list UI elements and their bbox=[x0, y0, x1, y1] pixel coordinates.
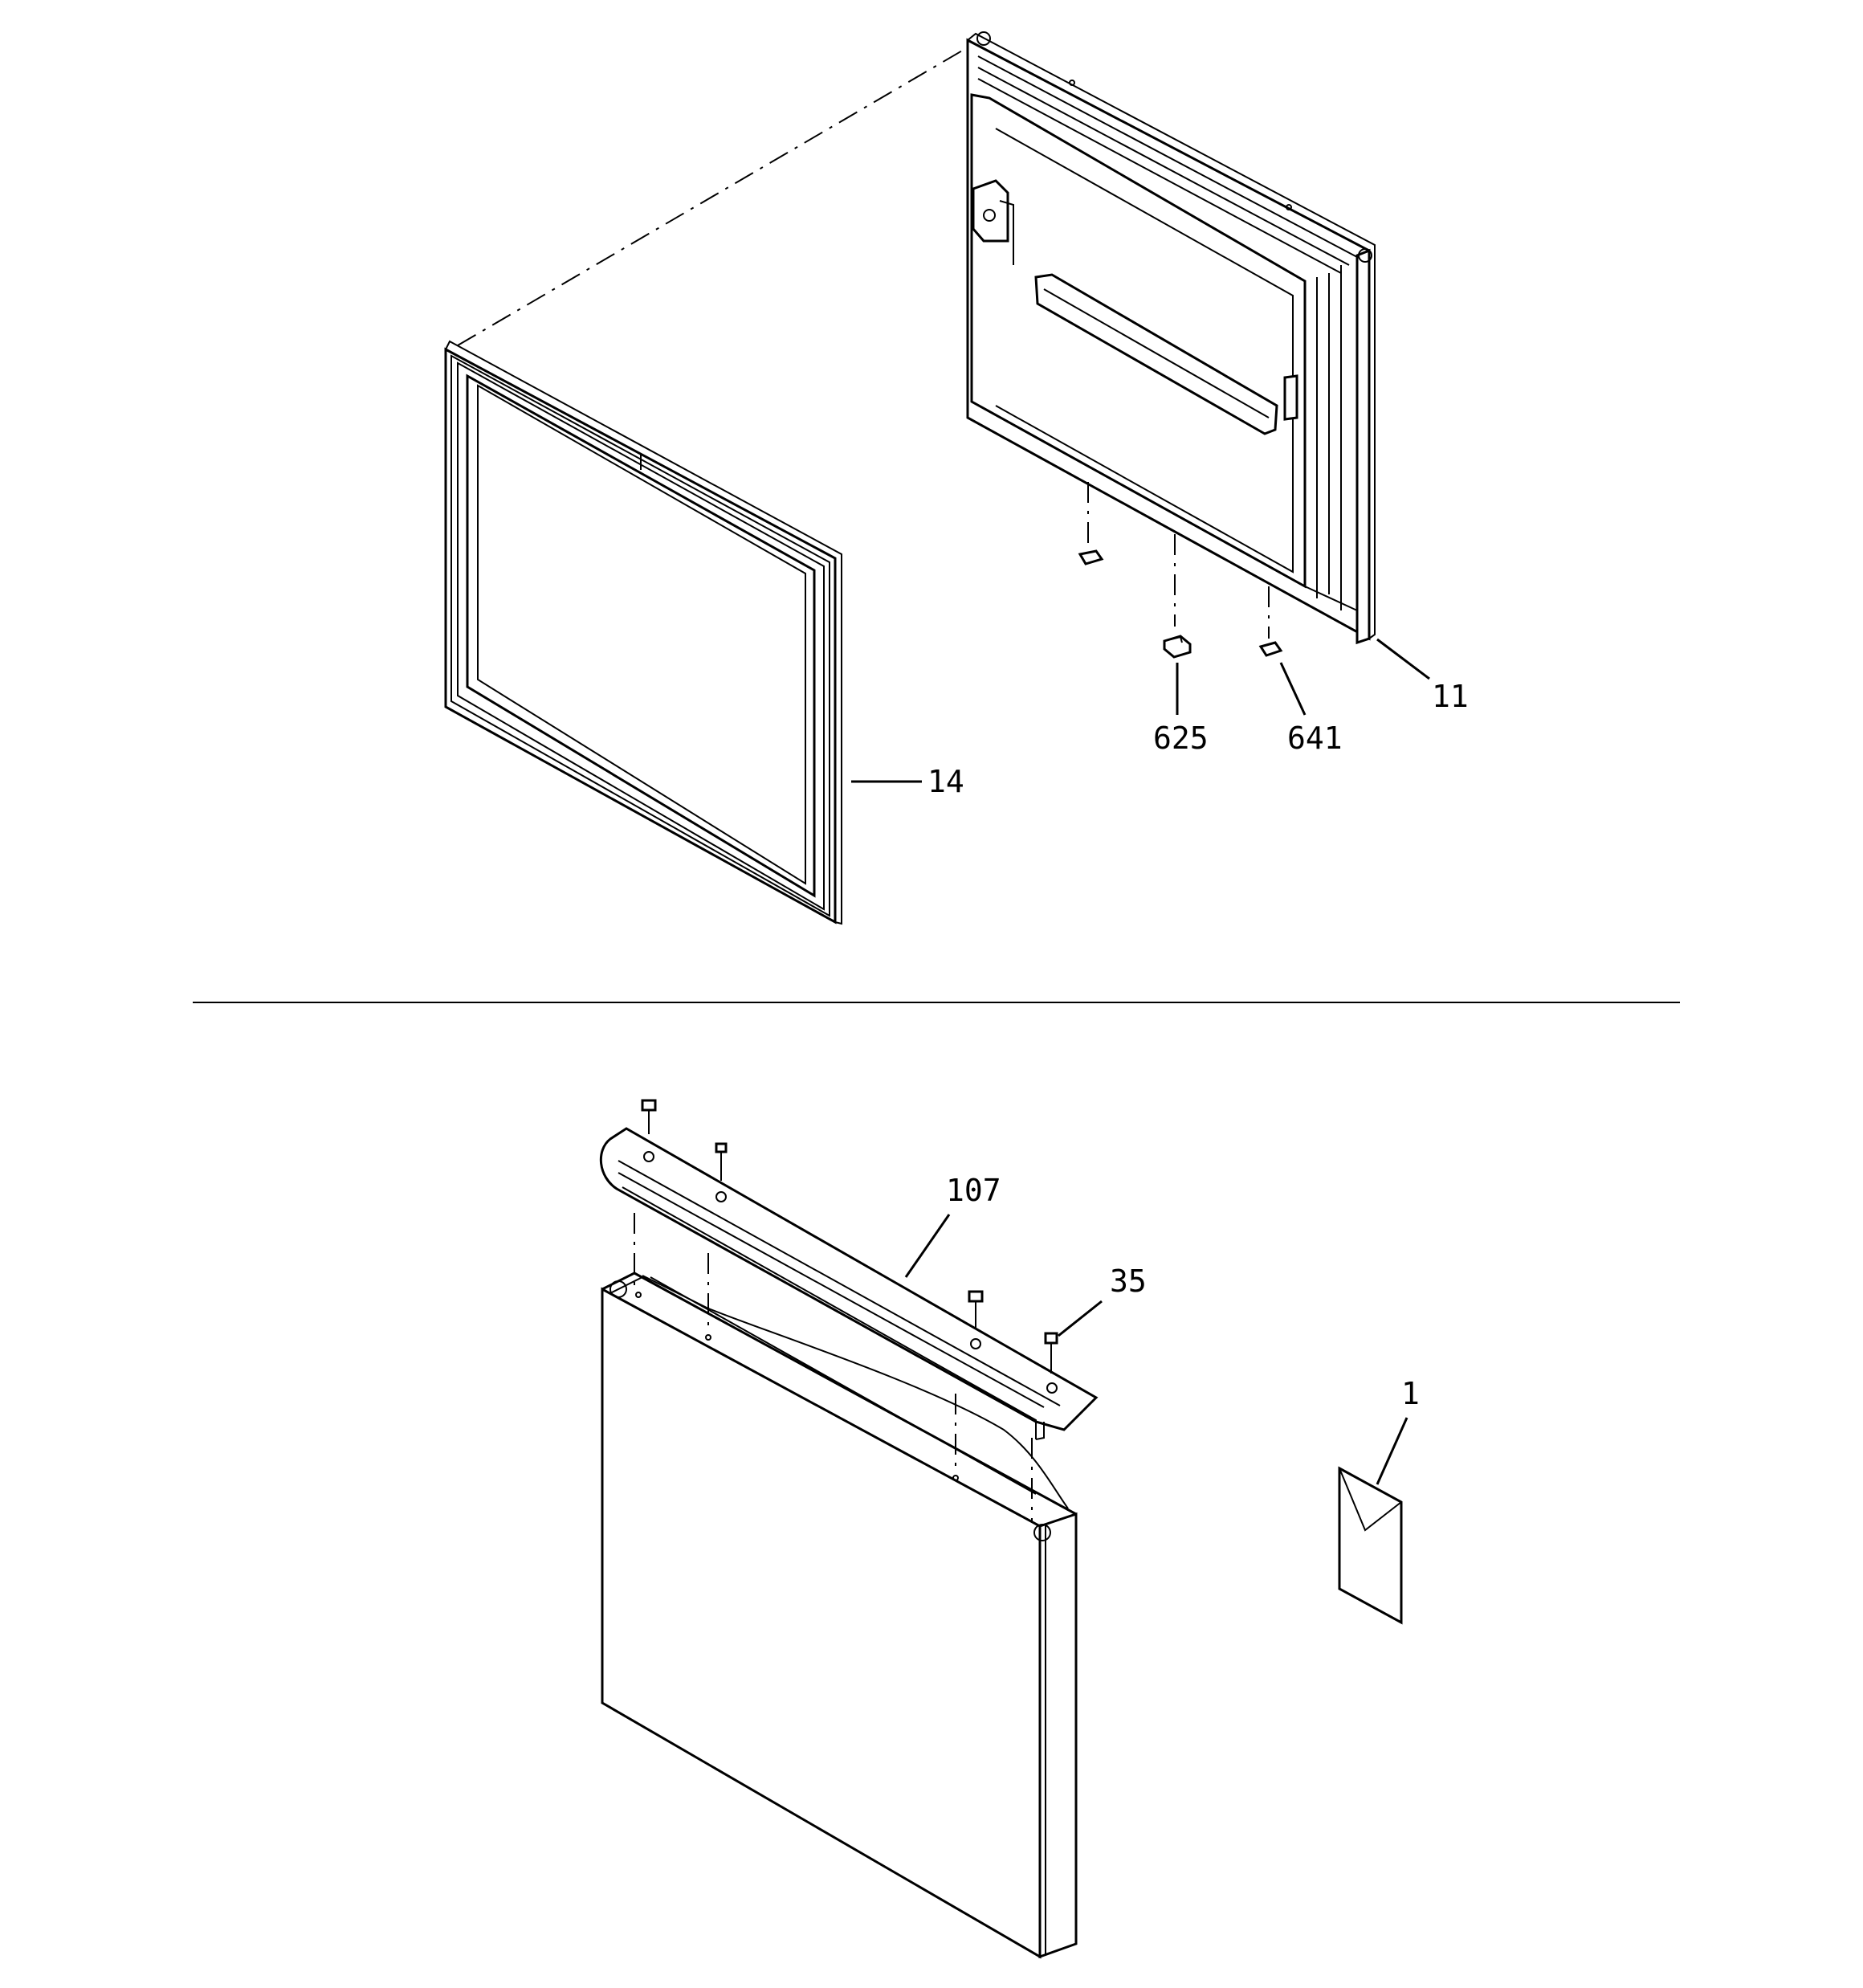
leader-line-35 bbox=[1058, 1300, 1103, 1337]
door-gasket bbox=[444, 340, 842, 925]
leader-line-107 bbox=[904, 1214, 951, 1278]
leader-line-11 bbox=[1376, 638, 1430, 680]
leader-line-1 bbox=[1376, 1417, 1408, 1485]
alignment-line-gasket-door bbox=[457, 49, 964, 346]
callout-641: 641 bbox=[1287, 720, 1343, 756]
door-liner bbox=[966, 31, 1376, 645]
callout-14: 14 bbox=[927, 764, 964, 799]
leader-line-641 bbox=[1279, 662, 1307, 716]
screw-35 bbox=[1044, 1332, 1058, 1374]
screw-3 bbox=[968, 1290, 984, 1329]
door-panel bbox=[601, 1272, 1078, 1959]
screw-1 bbox=[641, 1099, 657, 1134]
literature-packet bbox=[1338, 1466, 1403, 1625]
fastener-small-left bbox=[1078, 549, 1104, 565]
screw-2 bbox=[715, 1142, 728, 1181]
callout-625: 625 bbox=[1153, 720, 1209, 756]
callout-1: 1 bbox=[1401, 1376, 1420, 1411]
door-handle bbox=[599, 1127, 1099, 1440]
fastener-625 bbox=[1163, 635, 1192, 659]
fastener-641 bbox=[1258, 641, 1283, 657]
callout-107: 107 bbox=[946, 1173, 1001, 1208]
callout-11: 11 bbox=[1432, 679, 1469, 714]
callout-35: 35 bbox=[1110, 1263, 1147, 1299]
